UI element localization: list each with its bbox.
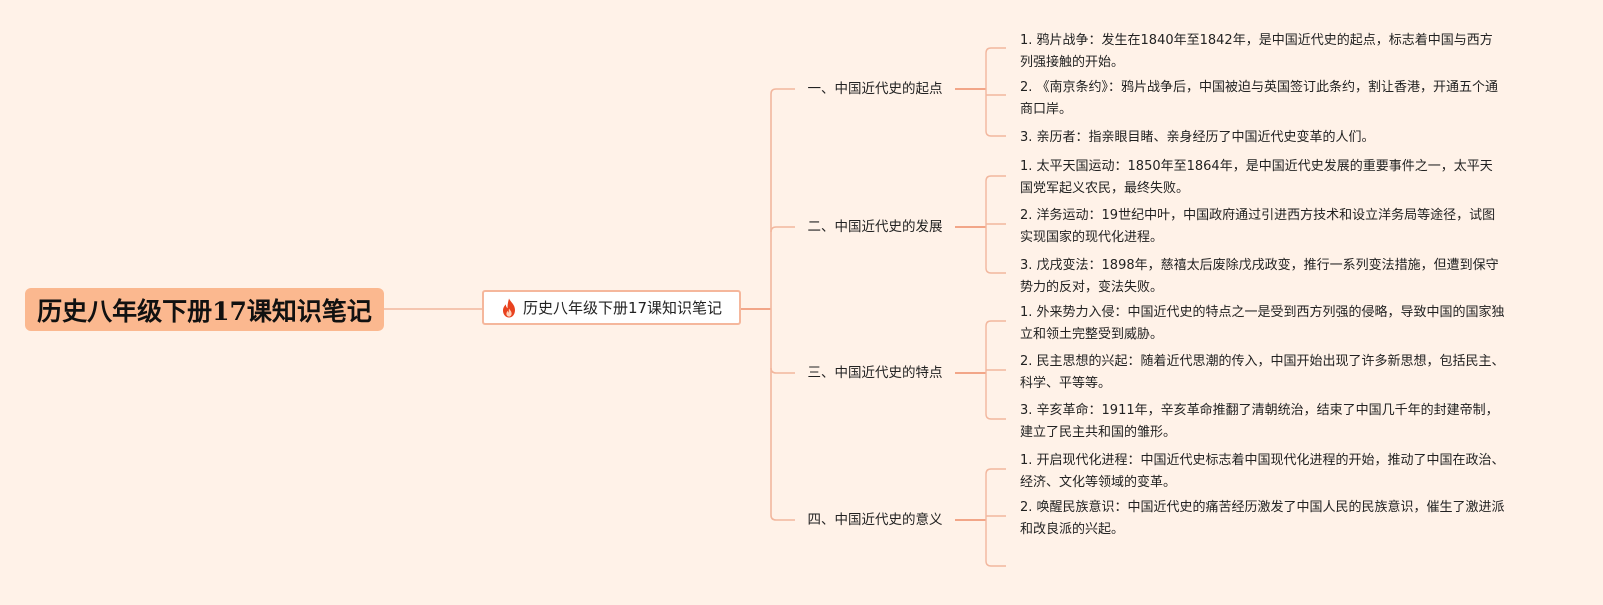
- leaf-item[interactable]: 2. 民主思想的兴起：随着近代思潮的传入，中国开始出现了许多新思想，包括民主、科…: [1020, 354, 1505, 391]
- center-title: 历史八年级下册17课知识笔记: [522, 299, 723, 317]
- branch-connector: [770, 514, 795, 521]
- branch-connector: [770, 88, 795, 95]
- leaf-tick: [985, 560, 1006, 567]
- branch-label-origin[interactable]: 一、中国近代史的起点: [807, 81, 943, 97]
- branch-label-features[interactable]: 三、中国近代史的特点: [807, 365, 943, 381]
- leaf-tick: [985, 130, 1006, 137]
- leaf-item[interactable]: 2. 洋务运动：19世纪中叶，中国政府通过引进西方技术和设立洋务局等途径，试图实…: [1020, 208, 1496, 245]
- leaf-item[interactable]: 3. 亲历者：指亲眼目睹、亲身经历了中国近代史变革的人们。: [1020, 130, 1375, 145]
- branch-connector: [770, 367, 795, 374]
- root-node[interactable]: 历史八年级下册17课知识笔记: [25, 288, 384, 331]
- leaf-item[interactable]: 2. 《南京条约》：鸦片战争后，中国被迫与英国签订此条约，割让香港，开通五个通商…: [1020, 80, 1499, 117]
- leaf-tick: [985, 47, 1006, 54]
- branch-label-development[interactable]: 二、中国近代史的发展: [807, 219, 943, 235]
- leaf-item[interactable]: 3. 辛亥革命：1911年，辛亥革命推翻了清朝统治，结束了中国几千年的封建帝制，…: [1020, 403, 1499, 440]
- leaf-item[interactable]: 1. 外来势力入侵：中国近代史的特点之一是受到西方列强的侵略，导致中国的国家独立…: [1020, 305, 1505, 342]
- leaf-tick: [985, 413, 1006, 420]
- branch-connector: [770, 226, 795, 233]
- leaf-item[interactable]: 1. 鸦片战争：发生在1840年至1842年，是中国近代史的起点，标志着中国与西…: [1020, 33, 1493, 70]
- root-title: 历史八年级下册17课知识笔记: [37, 296, 372, 326]
- branch-label-significance[interactable]: 四、中国近代史的意义: [807, 512, 943, 528]
- center-node[interactable]: 历史八年级下册17课知识笔记: [482, 290, 741, 325]
- fire-icon: [502, 298, 515, 317]
- leaf-item[interactable]: 3. 戊戌变法：1898年，慈禧太后废除戊戌政变，推行一系列变法措施，但遭到保守…: [1020, 258, 1499, 295]
- leaf-tick: [985, 175, 1006, 182]
- leaf-item[interactable]: 1. 开启现代化进程：中国近代史标志着中国现代化进程的开始，推动了中国在政治、经…: [1020, 453, 1505, 490]
- leaf-item[interactable]: 2. 唤醒民族意识：中国近代史的痛苦经历激发了中国人民的民族意识，催生了激进派和…: [1020, 500, 1505, 537]
- leaf-tick: [985, 320, 1006, 327]
- leaf-tick: [985, 468, 1006, 475]
- leaf-tick: [985, 267, 1006, 274]
- leaf-item[interactable]: 1. 太平天国运动：1850年至1864年，是中国近代史发展的重要事件之一，太平…: [1020, 159, 1493, 196]
